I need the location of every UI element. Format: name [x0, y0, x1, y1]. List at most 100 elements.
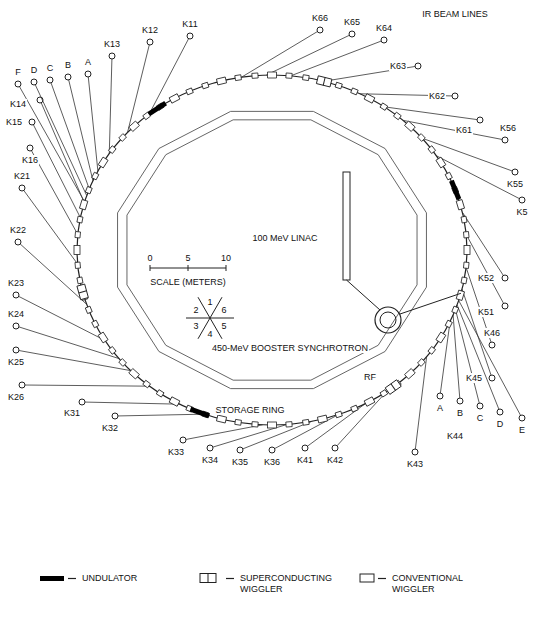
magnet	[418, 134, 426, 142]
magnet	[85, 186, 92, 193]
beamline	[186, 425, 263, 440]
beamline-label: K26	[7, 392, 25, 402]
beamline	[19, 351, 131, 371]
magnet	[393, 112, 401, 120]
magnet	[216, 77, 226, 85]
beamline-end	[47, 77, 53, 83]
magnet	[108, 346, 116, 354]
part-label: 450-MeV BOOSTER SYNCHROTRON	[211, 343, 369, 353]
beamline	[415, 357, 426, 449]
beamline-end	[302, 445, 308, 451]
undulator	[148, 101, 167, 116]
magnet	[252, 422, 258, 427]
beamline-end	[147, 39, 153, 45]
beamline-label: K24	[7, 309, 25, 319]
beamline-label: K34	[201, 455, 219, 465]
beamline-end	[13, 292, 19, 298]
magnet	[156, 390, 164, 397]
magnet	[335, 82, 342, 89]
beamline-label: K13	[103, 39, 121, 49]
beamline	[422, 138, 512, 171]
beamline	[307, 404, 365, 447]
magnet	[98, 157, 108, 168]
sector-number: 6	[220, 305, 227, 315]
beamline-end	[112, 413, 118, 419]
beamline-end	[85, 71, 91, 77]
magnet	[119, 134, 127, 142]
beamline	[24, 190, 78, 264]
sc-wiggler	[77, 284, 88, 300]
sector-star	[198, 297, 222, 339]
beamline-label: K22	[9, 225, 27, 235]
beamline-label: K12	[141, 25, 159, 35]
legend-dash	[378, 578, 386, 579]
magnet	[405, 369, 416, 379]
magnet	[452, 306, 459, 313]
magnet	[108, 146, 116, 154]
branch-letter: E	[518, 425, 526, 435]
beamline-end	[269, 447, 275, 453]
beamline	[118, 414, 204, 416]
magnet	[418, 359, 426, 367]
scale-tick	[188, 265, 189, 271]
beamline	[149, 39, 188, 114]
branch-letter: B	[64, 60, 72, 70]
beamline-label: K23	[7, 278, 25, 288]
beamline-end	[381, 37, 387, 43]
beamline	[291, 41, 381, 76]
beamline-end	[187, 33, 193, 39]
sc-wiggler	[385, 380, 401, 395]
magnet	[129, 121, 140, 131]
magnet	[463, 262, 469, 268]
beamline-end	[31, 79, 37, 85]
magnet	[169, 397, 180, 406]
beamline	[35, 85, 86, 196]
beamline-end	[13, 347, 19, 353]
magnet	[268, 422, 277, 428]
magnet	[79, 200, 87, 210]
beamline	[384, 107, 477, 120]
magnet	[351, 88, 358, 95]
beamline-end	[29, 119, 35, 125]
beamline	[457, 305, 499, 409]
beamline	[51, 83, 89, 189]
branch-letter: A	[436, 403, 444, 413]
magnet	[364, 397, 375, 406]
beamline-end	[497, 409, 503, 415]
magnet	[75, 262, 81, 268]
magnet	[286, 73, 292, 78]
sector-number: 5	[220, 321, 227, 331]
beamline-label: K5	[515, 207, 528, 217]
branch-letter: F	[14, 67, 22, 77]
beamline-end	[19, 185, 25, 191]
legend-sc-wiggler	[200, 574, 216, 583]
beamline-end	[207, 445, 213, 451]
magnet	[216, 415, 226, 423]
beamline-label: K35	[231, 457, 249, 467]
beamline-label: K36	[263, 457, 281, 467]
beamline-end	[512, 169, 518, 175]
legend-text: UNDULATOR	[82, 573, 172, 584]
beamline-end	[332, 445, 338, 451]
magnet	[364, 94, 375, 103]
magnet	[456, 290, 464, 300]
magnet	[92, 172, 99, 180]
sector-star	[198, 297, 222, 339]
beamline-label: K33	[167, 447, 185, 457]
beamline-label: K15	[5, 117, 23, 127]
scale-label: SCALE (METERS)	[149, 277, 227, 287]
linac	[343, 172, 350, 280]
magnet	[119, 359, 127, 367]
magnet	[436, 332, 446, 343]
beamline-label: K45	[465, 373, 483, 383]
beamline-end	[437, 393, 443, 399]
beamline-end	[489, 342, 495, 348]
beamline-end	[457, 398, 463, 404]
beamline	[275, 414, 339, 448]
magnet	[380, 390, 388, 397]
part-label: 100 MeV LINAC	[251, 233, 318, 243]
beamline-end	[502, 303, 508, 309]
beamline-end	[349, 31, 355, 37]
beamline-label: K46	[483, 328, 501, 338]
beamline-label: K25	[7, 357, 25, 367]
